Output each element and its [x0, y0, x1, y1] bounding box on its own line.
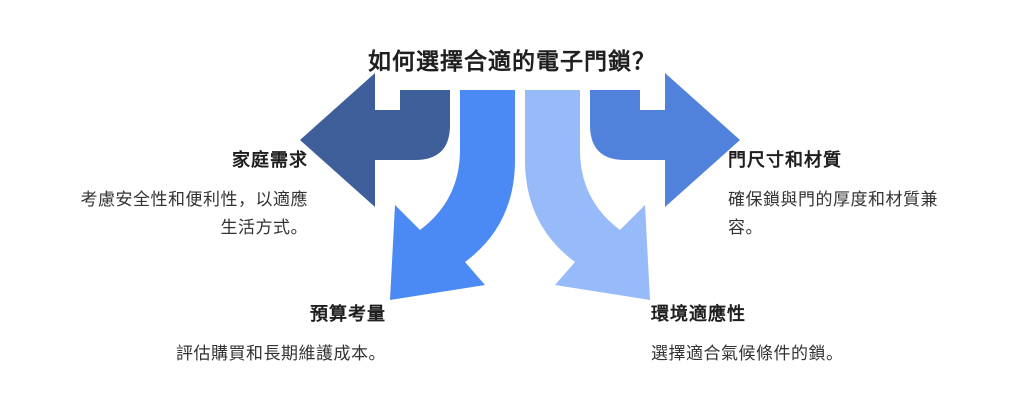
family-needs-block: 家庭需求 考慮安全性和便利性，以適應 生活方式。	[8, 146, 308, 242]
environment-block: 環境適應性 選擇適合氣候條件的鎖。	[651, 300, 991, 368]
budget-block: 預算考量 評估購買和長期維護成本。	[86, 300, 386, 368]
budget-heading: 預算考量	[310, 304, 386, 325]
door-size-material-line: 容。	[728, 218, 763, 238]
family-needs-heading: 家庭需求	[232, 150, 308, 171]
environment-line: 選擇適合氣候條件的鎖。	[651, 344, 844, 364]
door-size-material-heading: 門尺寸和材質	[728, 150, 842, 171]
door-size-material-description: 確保鎖與門的厚度和材質兼 容。	[728, 186, 998, 242]
door-arrow	[590, 73, 740, 207]
family-arrow	[300, 73, 450, 207]
family-needs-line: 生活方式。	[220, 218, 308, 238]
environment-heading: 環境適應性	[651, 304, 746, 325]
budget-arrow	[390, 90, 515, 300]
diagram-title: 如何選擇合適的電子門鎖？	[368, 49, 656, 75]
environment-description: 選擇適合氣候條件的鎖。	[651, 340, 991, 368]
door-size-material-block: 門尺寸和材質 確保鎖與門的厚度和材質兼 容。	[728, 146, 998, 242]
environment-arrow	[525, 90, 650, 300]
budget-description: 評估購買和長期維護成本。	[86, 340, 386, 368]
family-needs-description: 考慮安全性和便利性，以適應 生活方式。	[8, 186, 308, 242]
door-size-material-line: 確保鎖與門的厚度和材質兼	[728, 190, 938, 210]
family-needs-line: 考慮安全性和便利性，以適應	[80, 190, 308, 210]
budget-line: 評估購買和長期維護成本。	[176, 344, 386, 364]
